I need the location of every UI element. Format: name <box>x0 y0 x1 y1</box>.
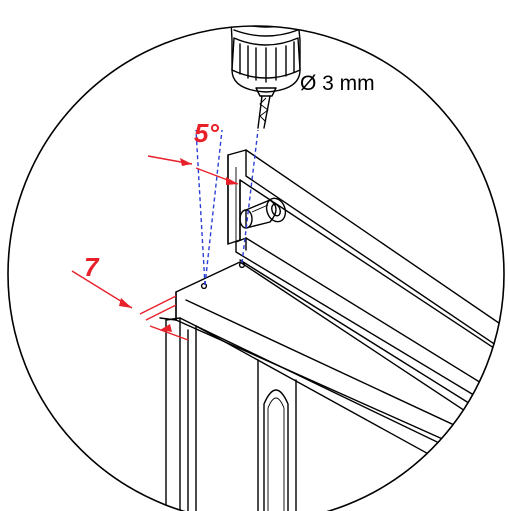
window-frame <box>227 149 504 361</box>
offset-dimension: 7 <box>71 252 189 341</box>
angle-label: 5° <box>194 118 219 148</box>
cabinet-door <box>195 325 504 511</box>
drill-bit-size-label: Ø 3 mm <box>300 72 375 95</box>
hinge-connector <box>239 197 287 229</box>
cabinet-side <box>165 317 197 511</box>
angle-dimension: 5° <box>147 118 239 185</box>
angle-guide-lines <box>195 129 259 286</box>
drill-icon <box>229 26 301 129</box>
offset-label: 7 <box>84 252 100 282</box>
drill-hole-left <box>200 282 208 290</box>
detail-circle-outline <box>7 25 505 511</box>
